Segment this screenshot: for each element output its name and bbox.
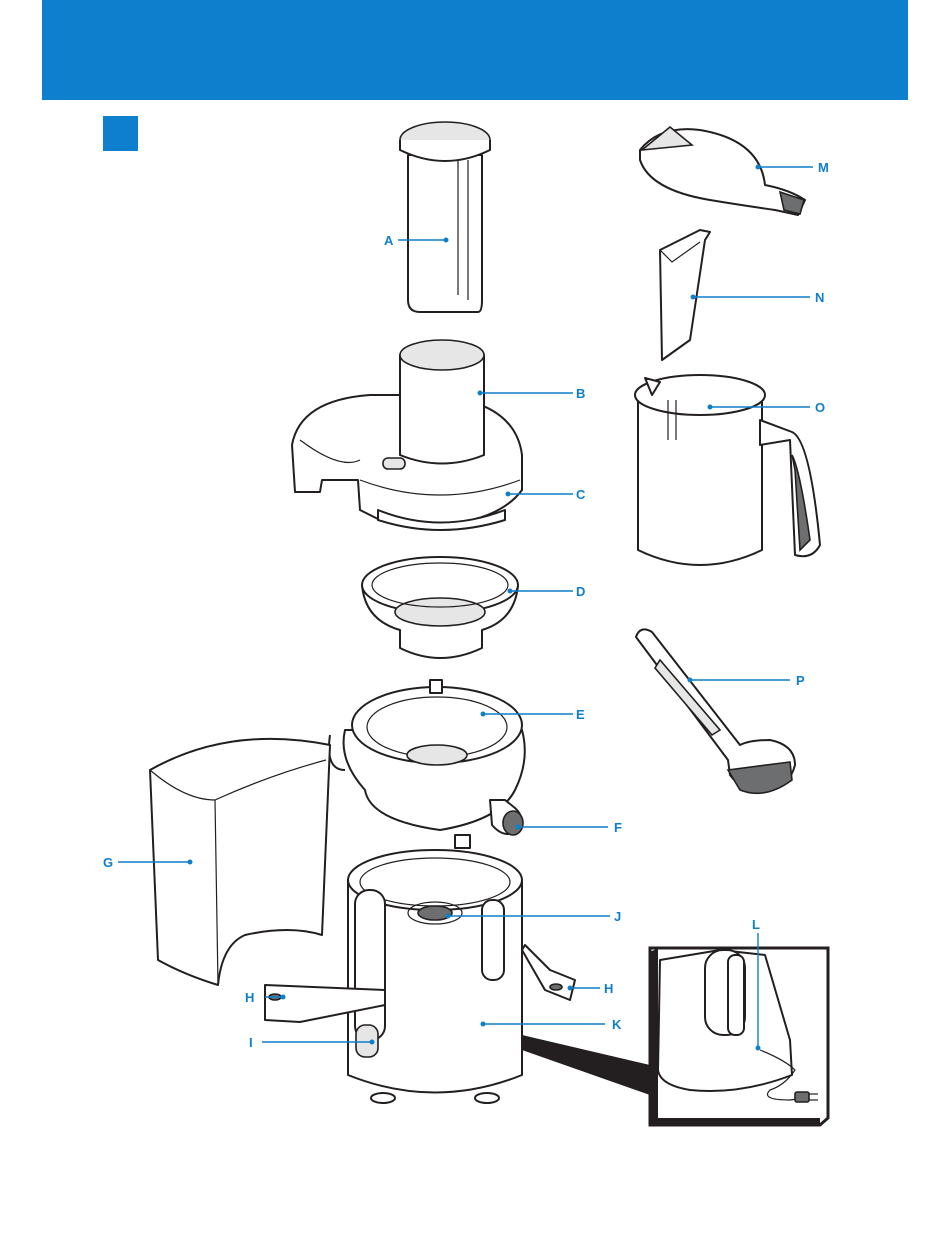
label-A: A — [384, 233, 394, 248]
label-P: P — [796, 673, 805, 688]
label-H-right: H — [604, 981, 613, 996]
cover-with-feeding-tube — [292, 340, 522, 530]
label-B: B — [576, 386, 585, 401]
cleaning-brush — [636, 629, 795, 793]
label-M: M — [818, 160, 829, 175]
froth-separator — [660, 230, 710, 360]
label-N: N — [815, 290, 824, 305]
label-D: D — [576, 584, 585, 599]
jug-lid — [640, 127, 805, 215]
filter-holder — [329, 680, 525, 835]
inset-connector — [522, 1035, 650, 1095]
label-C: C — [576, 487, 586, 502]
food-pusher — [400, 122, 490, 312]
cord-storage-inset — [650, 948, 828, 1125]
label-E: E — [576, 707, 585, 722]
label-J: J — [614, 909, 621, 924]
label-L: L — [752, 917, 760, 932]
label-K: K — [612, 1017, 622, 1032]
filter — [362, 557, 518, 658]
label-G: G — [103, 855, 113, 870]
label-H-left: H — [245, 990, 254, 1005]
juice-jug — [635, 375, 820, 565]
label-F: F — [614, 820, 622, 835]
label-I: I — [249, 1035, 253, 1050]
label-O: O — [815, 400, 825, 415]
